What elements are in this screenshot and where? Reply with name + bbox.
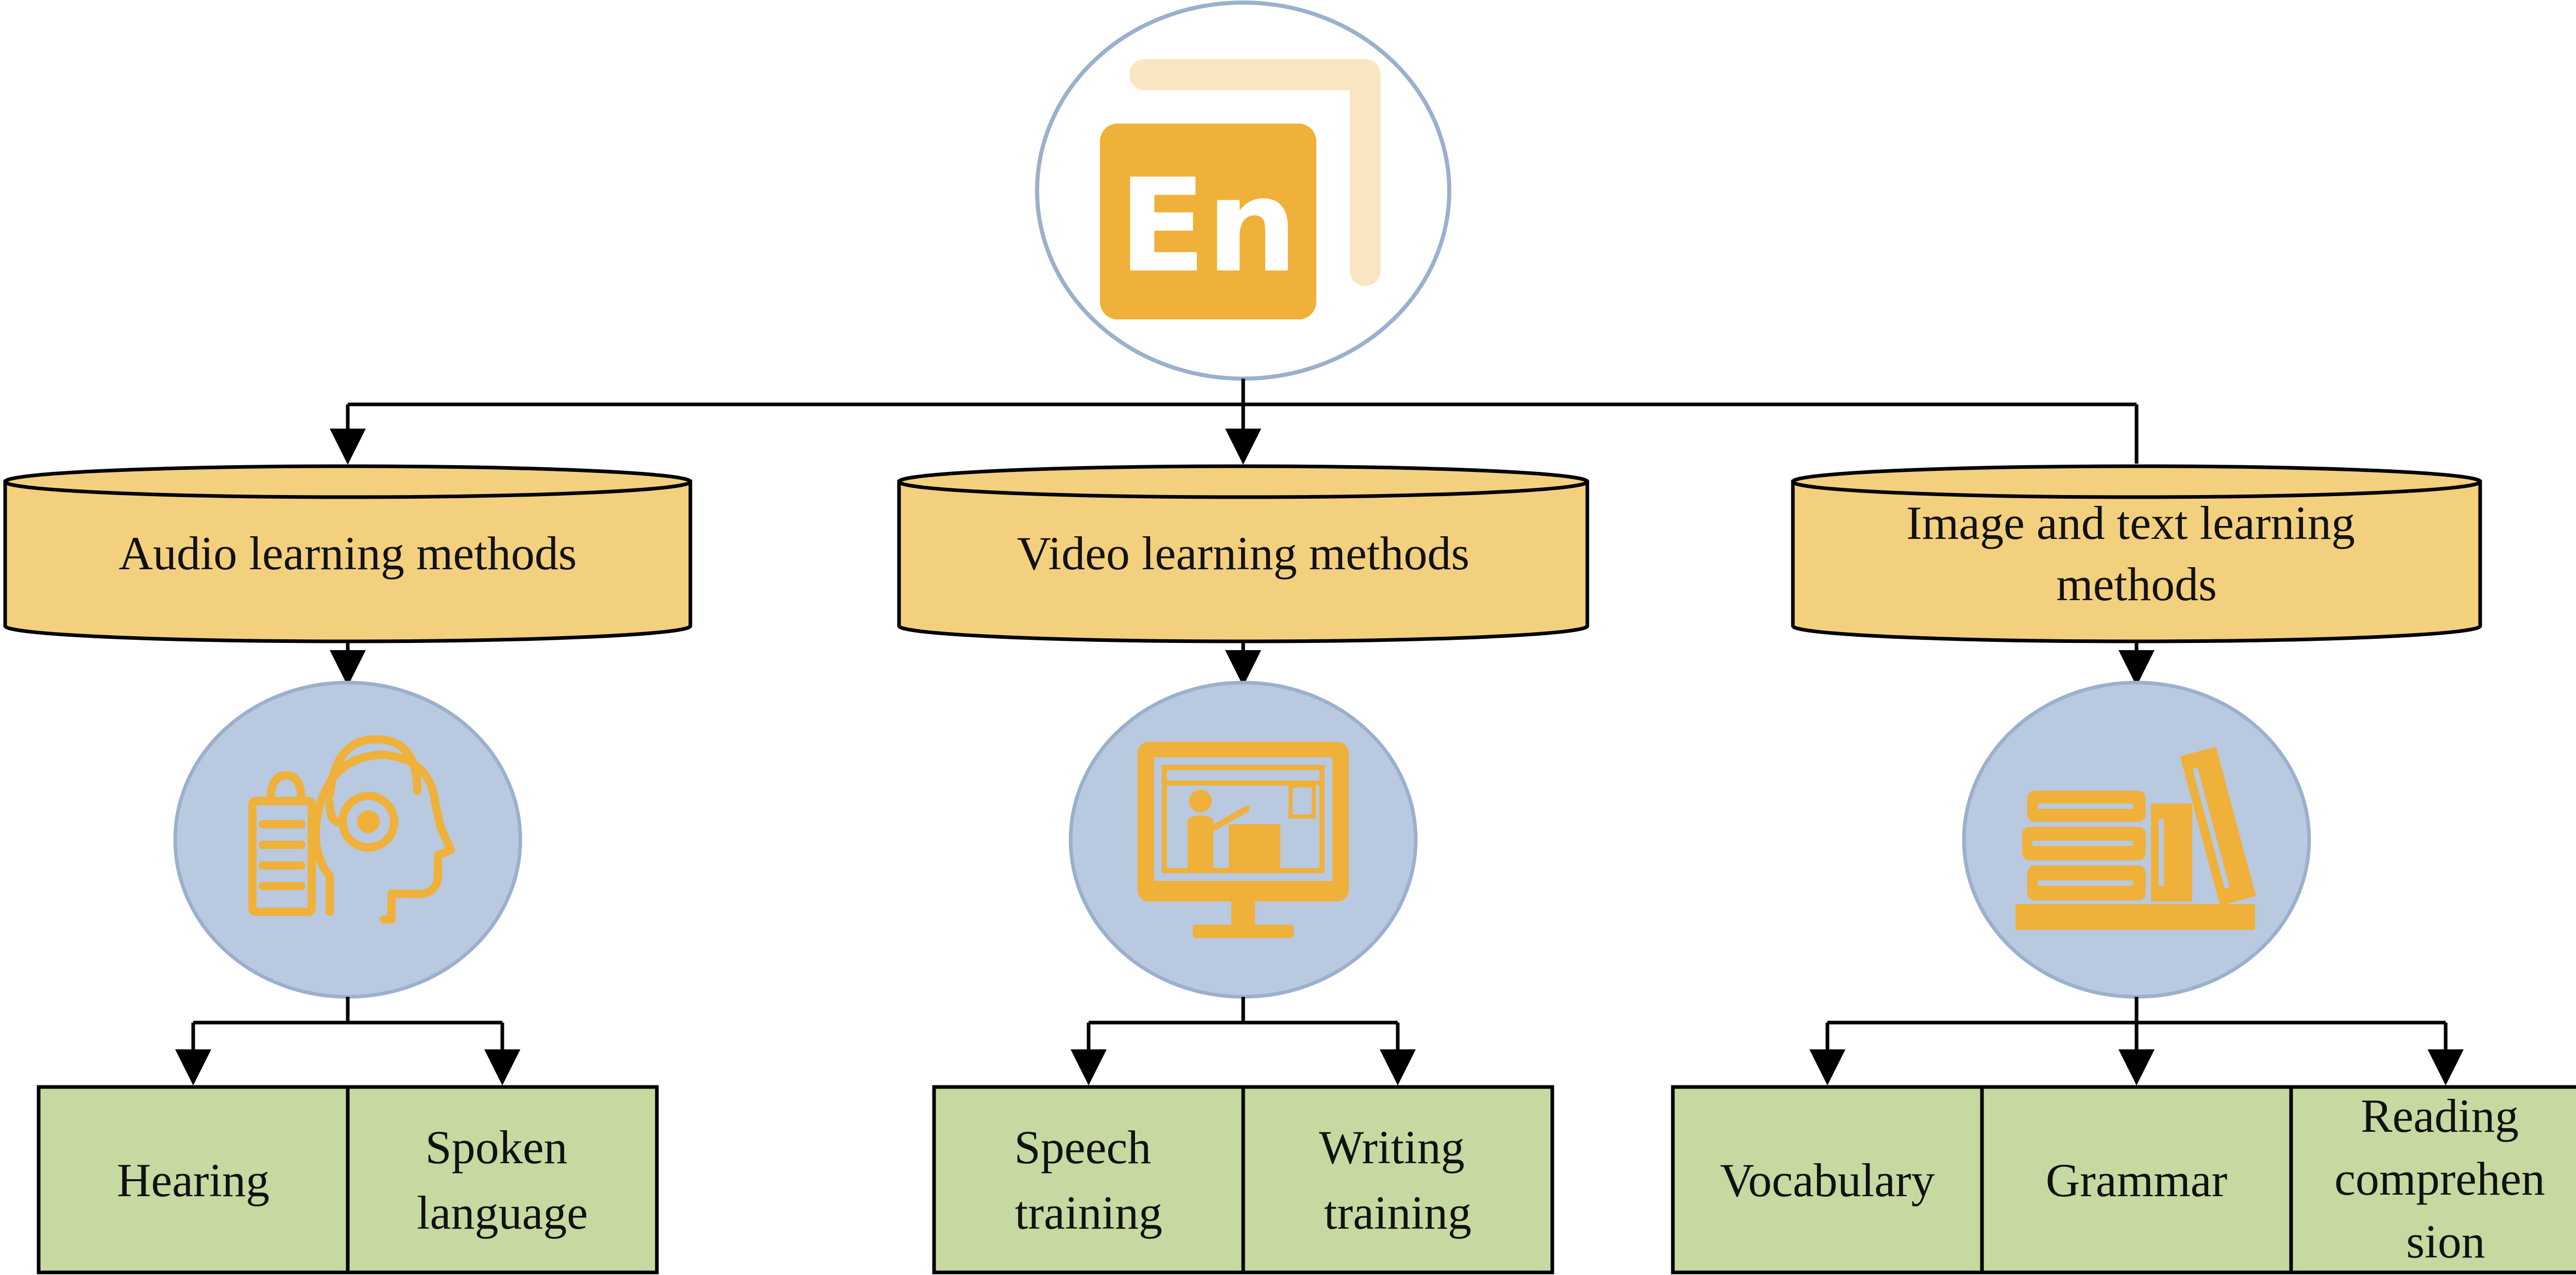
child-box-reading-comprehension: Reading comprehen sion <box>2289 1085 2576 1274</box>
category-label-line: Audio learning methods <box>118 527 577 580</box>
child-label: Writing training <box>1319 1121 1476 1239</box>
category-image-text: Image and text learning methods <box>1671 464 2576 1274</box>
category-label: Video learning methods <box>1017 527 1470 580</box>
category-label-line: Image and text learning <box>1906 497 2355 549</box>
books-icon <box>2015 746 2256 930</box>
child-box-spoken-language: Spoken language <box>346 1085 659 1274</box>
logo-text: En <box>1118 151 1298 301</box>
category-cylinder: Video learning methods <box>897 464 1589 643</box>
category-cylinder: Audio learning methods <box>3 464 692 643</box>
category-label-line: methods <box>2056 558 2217 610</box>
child-label: Hearing <box>117 1154 269 1206</box>
child-label: Spoken language <box>417 1121 588 1239</box>
child-label: Reading comprehen sion <box>2334 1090 2557 1268</box>
child-box-vocabulary: Vocabulary <box>1671 1085 1984 1274</box>
category-label: Image and text learning methods <box>1906 497 2367 610</box>
en-language-logo-icon: En <box>1100 59 1381 319</box>
root-node: En <box>1035 1 1451 381</box>
root-connectors <box>330 379 2139 465</box>
child-box-grammar: Grammar <box>1980 1085 2293 1274</box>
child-label: Speech training <box>1014 1121 1163 1239</box>
child-box-writing-training: Writing training <box>1241 1085 1554 1274</box>
child-box-hearing: Hearing <box>37 1085 350 1274</box>
category-audio: Audio learning methods <box>3 464 692 1274</box>
child-box-speech-training: Speech training <box>932 1085 1245 1274</box>
headphones-head-icon <box>248 735 455 924</box>
category-cylinder: Image and text learning methods <box>1791 464 2482 643</box>
category-label-line: Video learning methods <box>1017 527 1470 580</box>
monitor-presentation-icon <box>1138 742 1349 938</box>
child-label: Grammar <box>2046 1154 2228 1206</box>
category-label: Audio learning methods <box>118 527 577 580</box>
child-label: Vocabulary <box>1720 1154 1935 1206</box>
category-video: Video learning methods <box>897 464 1589 1274</box>
